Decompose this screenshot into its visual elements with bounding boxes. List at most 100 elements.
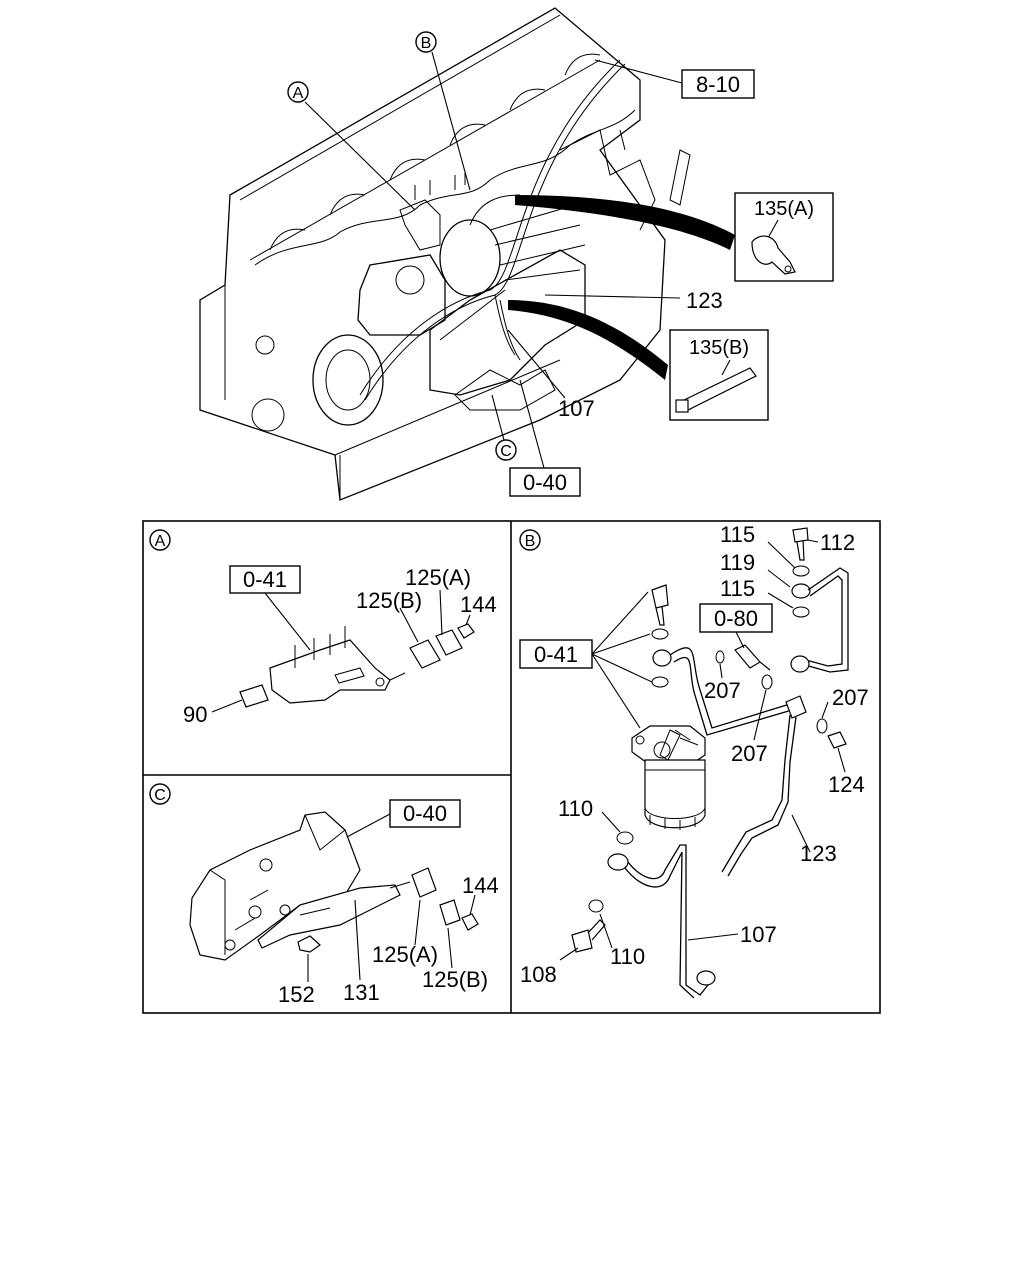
ref-0-40: 0-40: [523, 470, 567, 495]
label-207-mid: 207: [731, 741, 768, 766]
leader-125b-a: [399, 607, 419, 643]
bracket-nut: [375, 677, 385, 687]
leader-108: [559, 947, 579, 961]
label-110-bottom: 110: [610, 944, 645, 969]
leader-112: [807, 539, 819, 543]
callout-c-circle: [495, 439, 517, 461]
callout-a: A: [293, 85, 304, 102]
filter-bolt-hole: [635, 735, 645, 745]
label-125a-c: 125(A): [372, 942, 438, 967]
harness-3: [494, 294, 521, 361]
bracket-plate: [269, 639, 391, 704]
label-90: 90: [183, 702, 207, 727]
leader-c: [491, 394, 505, 441]
clip-icon: [751, 235, 796, 275]
leader-a: [304, 101, 416, 211]
head-bosses: [269, 53, 601, 251]
ref-0-41-b: 0-41: [534, 642, 578, 667]
ref-box-0-80: [699, 603, 773, 633]
leader-115-top: [767, 541, 796, 569]
ref-box-8-10: [681, 69, 755, 99]
clip-125b-c: [439, 899, 461, 926]
ref-box-0-40: [509, 467, 581, 497]
tee-fitting: [785, 695, 807, 719]
ref-box-0-40-c: [389, 799, 461, 828]
leader-125a-c: [414, 899, 421, 946]
bracket-131: [257, 884, 401, 949]
leader-123: [791, 814, 811, 853]
detail-c-marker: C: [154, 787, 166, 804]
bracket-bolt: [389, 672, 406, 681]
nut-152: [297, 935, 321, 953]
leader-123: [544, 294, 681, 299]
pump-housing: [189, 811, 361, 961]
cable-tie-head: [675, 399, 689, 413]
detail-c-marker-circle: [149, 783, 171, 805]
engine-overview: A B C 8-10 0-40 123 107 135(A) 135(B): [199, 7, 834, 501]
label-135b: 135(B): [689, 337, 749, 359]
block-lower: [199, 285, 561, 500]
washer-207-mid: [761, 674, 773, 690]
callout-c: C: [500, 443, 512, 460]
block-bolt: [255, 335, 275, 355]
label-123: 123: [686, 288, 723, 313]
callout-a-circle: [287, 81, 309, 103]
label-135a: 135(A): [754, 198, 814, 220]
label-125a-a: 125(A): [405, 565, 471, 590]
filter-canister: [644, 759, 706, 829]
eye-119: [791, 583, 811, 599]
clip-hole: [784, 265, 792, 273]
leader-107: [507, 329, 566, 399]
leader-110-bottom: [599, 913, 613, 949]
leader-115-mid: [767, 592, 794, 609]
sensor-0-80: [734, 644, 771, 671]
leader-b: [431, 51, 471, 191]
filter-fitting: [659, 729, 681, 761]
housing-hole: [259, 858, 273, 872]
callout-b: B: [421, 35, 432, 52]
eye-lower-right: [790, 655, 810, 673]
engine-head: [239, 14, 636, 266]
label-207-right: 207: [832, 685, 869, 710]
detail-c: C 0-40 144 125(A) 125(B) 152 131: [149, 783, 499, 1007]
pipe-right: [804, 567, 849, 673]
label-207-left: 207: [704, 678, 741, 703]
bracket-studs: [294, 626, 346, 668]
washer-207-right: [816, 718, 828, 734]
bracket-slot: [334, 667, 365, 684]
engine-block: [199, 7, 666, 501]
leader-207-mid: [753, 689, 767, 741]
leader-207-left: [719, 663, 723, 679]
leader-0-41-a: [264, 592, 311, 651]
housing-boss: [248, 905, 262, 919]
detail-a: A 0-41 125(A) 125(B) 144 90: [149, 529, 497, 727]
detail-b: B: [519, 522, 869, 999]
clip-125b: [409, 639, 441, 669]
leader-144-a: [465, 614, 471, 626]
leader-125a-a: [439, 589, 443, 636]
leader-0-40-c: [344, 813, 391, 839]
label-108: 108: [520, 962, 557, 987]
eye-fitting: [652, 649, 672, 667]
ref-0-80: 0-80: [714, 606, 758, 631]
leader-0-41-b: [591, 591, 653, 729]
label-112: 112: [820, 530, 855, 555]
leader-8-10: [594, 59, 683, 84]
leader-90: [211, 699, 243, 713]
bolt-108: [571, 919, 606, 953]
fuel-filter-on-engine: [439, 219, 501, 297]
label-125b-c: 125(B): [422, 967, 488, 992]
bracket-131-slot: [299, 907, 331, 916]
ref-box-0-41-a: [229, 565, 301, 594]
compressor: [357, 254, 446, 336]
leader-125b-c: [447, 927, 453, 969]
inset-clip: 135(A): [734, 192, 834, 282]
leader-107: [687, 933, 739, 941]
ref-0-40-c: 0-40: [403, 801, 447, 826]
detail-a-marker-circle: [149, 529, 171, 551]
ref-box-0-41-b: [519, 639, 593, 669]
washer-115-mid: [792, 606, 810, 618]
injection-pump: [429, 249, 586, 396]
inset-tie-leader: [721, 359, 731, 376]
